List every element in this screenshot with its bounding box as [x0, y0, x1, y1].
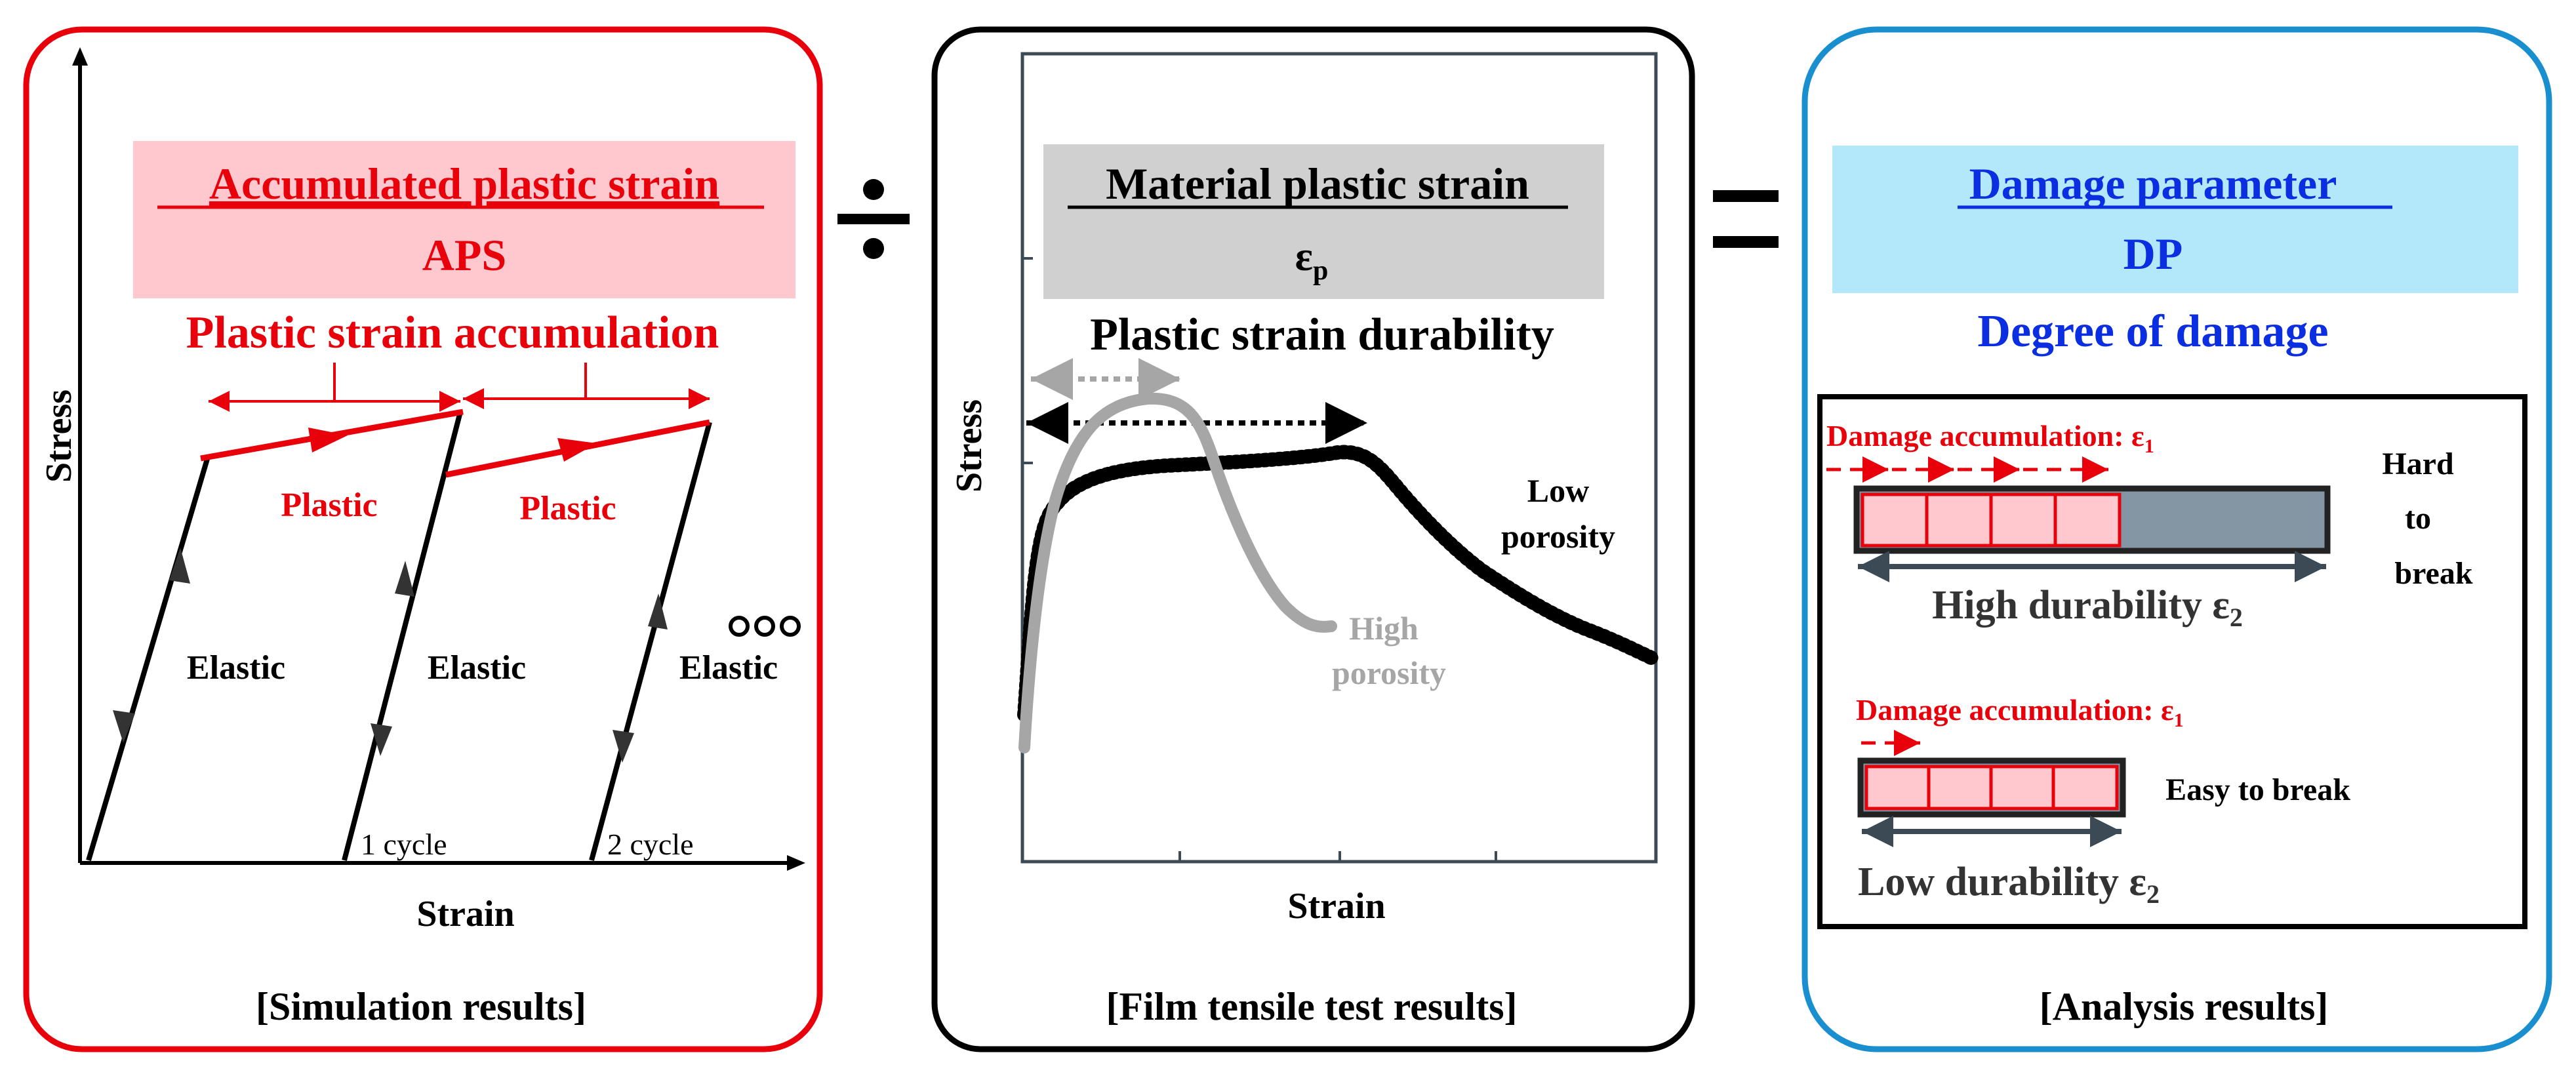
low-durability-damage-cell-4: [2051, 765, 2119, 810]
cycle-label-1: 1 cycle: [361, 828, 447, 861]
film-panel-border: [931, 26, 1695, 1052]
elastic-up-arrow-3: [648, 593, 668, 630]
hard-to-break-label-3: break: [2394, 556, 2472, 591]
elastic-up-arrow-1: [169, 548, 190, 584]
elastic-label-3: Elastic: [679, 649, 778, 687]
high-durability-damage-cell-3: [1989, 492, 2057, 548]
aps-abbrev: APS: [422, 230, 506, 280]
top-damage-accumulation-label: Damage accumulation: ε1: [1826, 419, 2154, 457]
elastic-down-arrow-3: [613, 730, 634, 763]
low-porosity-label-1: Low: [1527, 472, 1589, 509]
film-panel: Material plastic strain εp Plastic strai…: [931, 26, 1695, 1052]
cycle-label-2: 2 cycle: [607, 828, 694, 861]
material-title-box: [1043, 144, 1604, 299]
elastic-down-arrow-2: [371, 723, 392, 756]
aps-title-box: [133, 141, 795, 298]
dp-title: Damage parameter: [1969, 159, 2337, 209]
divide-dot-top: [863, 179, 884, 200]
elastic-line-3: [589, 421, 712, 862]
film-caption: [Film tensile test results]: [1106, 985, 1517, 1028]
film-x-axis-label: Strain: [1287, 886, 1385, 927]
continuation-dot-2: [754, 616, 775, 637]
simulation-caption: [Simulation results]: [256, 985, 586, 1028]
dp-abbrev: DP: [2123, 229, 2183, 279]
material-title: Material plastic strain: [1106, 159, 1529, 209]
simulation-panel: Accumulated plastic strain APS Plastic s…: [23, 26, 823, 1052]
low-durability-damage-cell-3: [1989, 765, 2055, 810]
plastic-label-2: Plastic: [519, 490, 616, 527]
plastic-arrow-1: [308, 428, 348, 452]
simulation-y-axis-label: Stress: [39, 390, 79, 483]
easy-to-break-label: Easy to break: [2165, 772, 2350, 807]
continuation-dot-3: [780, 616, 801, 637]
high-durability-label: High durability ε2: [1932, 583, 2243, 632]
simulation-x-axis-arrowhead: [787, 855, 805, 871]
elastic-label-1: Elastic: [187, 649, 285, 687]
equals-operator: [1713, 190, 1779, 248]
divide-bar: [837, 214, 910, 224]
dp-title-box: [1832, 146, 2518, 293]
simulation-x-axis-label: Strain: [416, 894, 514, 934]
continuation-dot-1: [729, 616, 750, 637]
high-durability-damage-cell-1: [1861, 492, 1929, 548]
simulation-y-axis-arrowhead: [72, 47, 88, 66]
high-durability-damage-cell-2: [1925, 492, 1993, 548]
high-porosity-curve: [1018, 392, 1337, 753]
low-porosity-label-2: porosity: [1501, 518, 1615, 555]
high-porosity-label-1: High: [1349, 610, 1419, 647]
low-durability-label: Low durability ε2: [1858, 860, 2160, 909]
high-porosity-label-2: porosity: [1332, 654, 1446, 691]
analysis-panel-border: [1801, 26, 2552, 1052]
material-symbol: εp: [1295, 233, 1329, 286]
divide-dot-bottom: [863, 238, 884, 259]
elastic-line-2: [342, 410, 463, 862]
hard-to-break-label-1: Hard: [2382, 447, 2454, 481]
plastic-strain-durability-label: Plastic strain durability: [1090, 310, 1554, 360]
simulation-panel-border: [23, 26, 823, 1052]
divide-operator: [837, 179, 910, 259]
elastic-down-arrow-1: [113, 710, 135, 743]
plastic-arrow-2: [557, 438, 597, 462]
elastic-line-1: [86, 458, 210, 862]
plastic-strain-accumulation-label: Plastic strain accumulation: [186, 308, 719, 358]
high-durability-damage-cell-4: [2053, 492, 2122, 548]
analysis-caption: [Analysis results]: [2040, 985, 2329, 1028]
low-durability-damage-cell-2: [1927, 765, 1993, 810]
equals-bar-top: [1713, 190, 1779, 202]
hard-to-break-label-2: to: [2405, 501, 2431, 536]
degree-of-damage-label: Degree of damage: [1977, 306, 2328, 357]
aps-title: Accumulated plastic strain: [209, 159, 719, 209]
low-durability-damage-cell-1: [1864, 765, 1931, 810]
bottom-damage-accumulation-label: Damage accumulation: ε1: [1856, 693, 2184, 731]
elastic-up-arrow-2: [395, 561, 414, 597]
equals-bar-bottom: [1713, 236, 1779, 248]
elastic-label-2: Elastic: [428, 649, 526, 687]
film-y-axis-label: Stress: [949, 399, 990, 492]
analysis-panel: Damage parameter DP Degree of damage Dam…: [1801, 26, 2552, 1052]
plastic-label-1: Plastic: [281, 487, 377, 524]
